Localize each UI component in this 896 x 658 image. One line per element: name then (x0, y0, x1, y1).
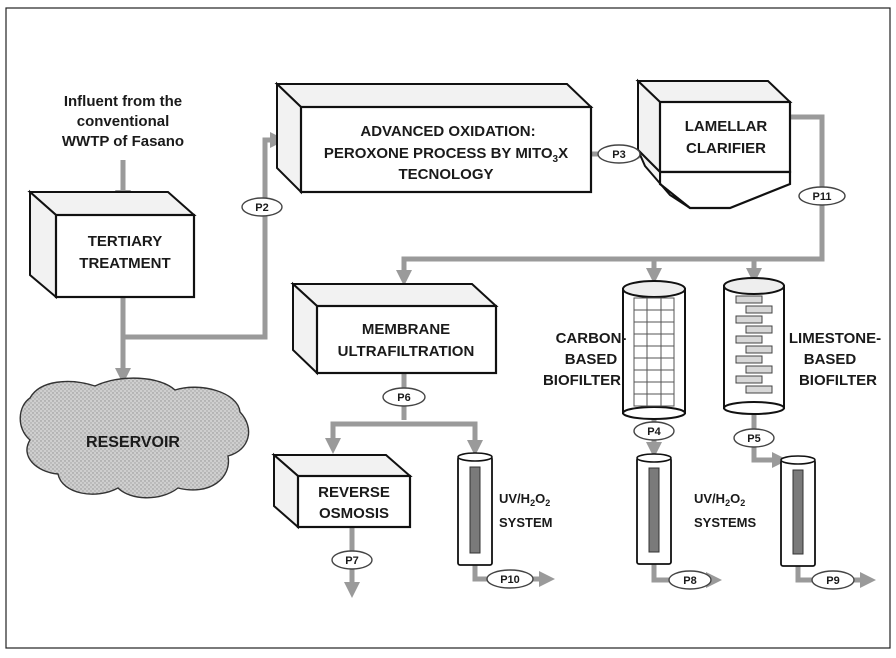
carbon-line1: CARBON- (556, 330, 627, 347)
carbon-line3: BIOFILTER (543, 372, 621, 389)
uv-reactor-1 (457, 452, 493, 566)
sampling-point-p5: P5 (733, 428, 775, 448)
uv-system-line1: UV/H2O2 (499, 491, 550, 508)
svg-text:P3: P3 (612, 149, 625, 161)
pipe-to-oxidation (123, 131, 287, 340)
svg-text:P6: P6 (397, 392, 410, 404)
sampling-point-p2: P2 (241, 197, 283, 217)
sampling-point-p8: P8 (668, 570, 712, 590)
svg-text:P9: P9 (826, 575, 839, 587)
svg-text:P5: P5 (747, 433, 760, 445)
pipe-clarifier-header (395, 114, 825, 287)
sampling-points: P2 P3 P11 P6 P4 P5 P7 P10 (241, 144, 855, 590)
uv-reactor-2 (636, 453, 672, 565)
tertiary-treatment-box: TERTIARY TREATMENT (27, 189, 197, 300)
limestone-biofilter: LIMESTONE- BASED BIOFILTER (723, 277, 881, 415)
uv-system-label: UV/H2O2 SYSTEM (499, 491, 552, 530)
sampling-point-p10: P10 (486, 569, 534, 589)
svg-text:P8: P8 (683, 575, 696, 587)
uv-systems-line2: SYSTEMS (694, 515, 756, 530)
membrane-line1: MEMBRANE (362, 321, 450, 338)
sampling-point-p4: P4 (633, 421, 675, 441)
influent-label: Influent from the conventional WWTP of F… (62, 93, 184, 150)
advanced-oxidation-box: ADVANCED OXIDATION: PEROXONE PROCESS BY … (274, 81, 594, 195)
ro-line2: OSMOSIS (319, 505, 389, 522)
uv-systems-label: UV/H2O2 SYSTEMS (694, 491, 756, 530)
influent-line2: conventional (77, 113, 170, 130)
influent-line3: WWTP of Fasano (62, 133, 184, 150)
sampling-point-p9: P9 (811, 570, 855, 590)
ro-line1: REVERSE (318, 484, 390, 501)
oxidation-line2: PEROXONE PROCESS BY MITO3X (324, 145, 568, 165)
svg-text:P10: P10 (500, 574, 520, 586)
uv-systems-line1: UV/H2O2 (694, 491, 745, 508)
lamellar-clarifier: LAMELLAR CLARIFIER (635, 78, 793, 210)
uv-reactor-3 (780, 455, 816, 567)
membrane-ultrafiltration-box: MEMBRANE ULTRAFILTRATION (290, 281, 499, 376)
influent-line1: Influent from the (64, 93, 182, 110)
reservoir-label: RESERVOIR (86, 434, 180, 451)
tertiary-line1: TERTIARY (88, 233, 162, 250)
limestone-line2: BASED (804, 351, 857, 368)
pipe-membrane-split (330, 421, 478, 448)
svg-text:P7: P7 (345, 555, 358, 567)
reverse-osmosis-box: REVERSE OSMOSIS (271, 452, 413, 530)
svg-text:P11: P11 (813, 191, 832, 203)
sampling-point-p11: P11 (798, 186, 846, 206)
sampling-point-p7: P7 (331, 550, 373, 570)
reservoir-blob: RESERVOIR (19, 377, 250, 499)
svg-text:P2: P2 (255, 202, 268, 214)
tertiary-line2: TREATMENT (79, 255, 170, 272)
outer-border (5, 7, 891, 649)
limestone-line3: BIOFILTER (799, 372, 877, 389)
clarifier-line2: CLARIFIER (686, 140, 766, 157)
uv-system-line2: SYSTEM (499, 515, 552, 530)
membrane-line2: ULTRAFILTRATION (338, 343, 475, 360)
carbon-line2: BASED (565, 351, 618, 368)
sampling-point-p3: P3 (597, 144, 641, 164)
svg-text:P4: P4 (647, 426, 661, 438)
clarifier-line1: LAMELLAR (685, 118, 768, 135)
oxidation-line1: ADVANCED OXIDATION: (360, 123, 535, 140)
carbon-biofilter: CARBON- BASED BIOFILTER (543, 280, 686, 420)
limestone-line1: LIMESTONE- (789, 330, 881, 347)
oxidation-line3: TECNOLOGY (398, 166, 493, 183)
sampling-point-p6: P6 (382, 387, 426, 407)
